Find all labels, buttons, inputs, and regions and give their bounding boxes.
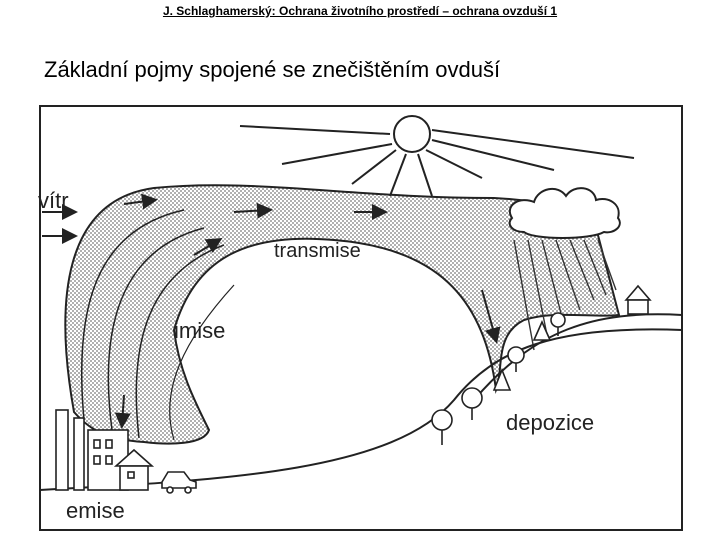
tree-icon <box>431 312 566 445</box>
stream-line-2 <box>107 227 205 431</box>
label-deposition: depozice <box>506 410 594 435</box>
flow-arrow-5 <box>114 394 131 429</box>
stream-line-1 <box>80 209 185 421</box>
flow-arrow-2 <box>233 202 273 219</box>
header-text: J. Schlaghamerský: Ochrana životního pro… <box>162 4 558 18</box>
label-transmission: transmise <box>274 240 361 262</box>
diagram-svg: vítr transmise imise depozice emise <box>38 105 683 531</box>
label-emission: emise <box>66 498 125 523</box>
hill-right <box>473 313 683 401</box>
house-right-icon <box>624 284 652 315</box>
car-icon <box>161 471 197 494</box>
slide-title: Základní pojmy spojené se znečištěním ov… <box>44 57 501 82</box>
house-icon <box>113 448 155 491</box>
pollution-diagram: vítr transmise imise depozice emise <box>34 100 686 532</box>
flow-arrow-4 <box>193 237 223 256</box>
cloud-icon <box>508 187 621 239</box>
label-immission: imise <box>174 318 225 343</box>
stream-line-4 <box>169 284 235 441</box>
label-wind: vítr <box>38 188 69 213</box>
flow-arrow-6 <box>481 289 501 344</box>
stream-line-3 <box>135 244 225 439</box>
flow-arrow-1 <box>123 193 158 210</box>
rain-icon <box>513 239 617 351</box>
sun-icon <box>239 115 635 197</box>
frame-border <box>39 105 683 531</box>
